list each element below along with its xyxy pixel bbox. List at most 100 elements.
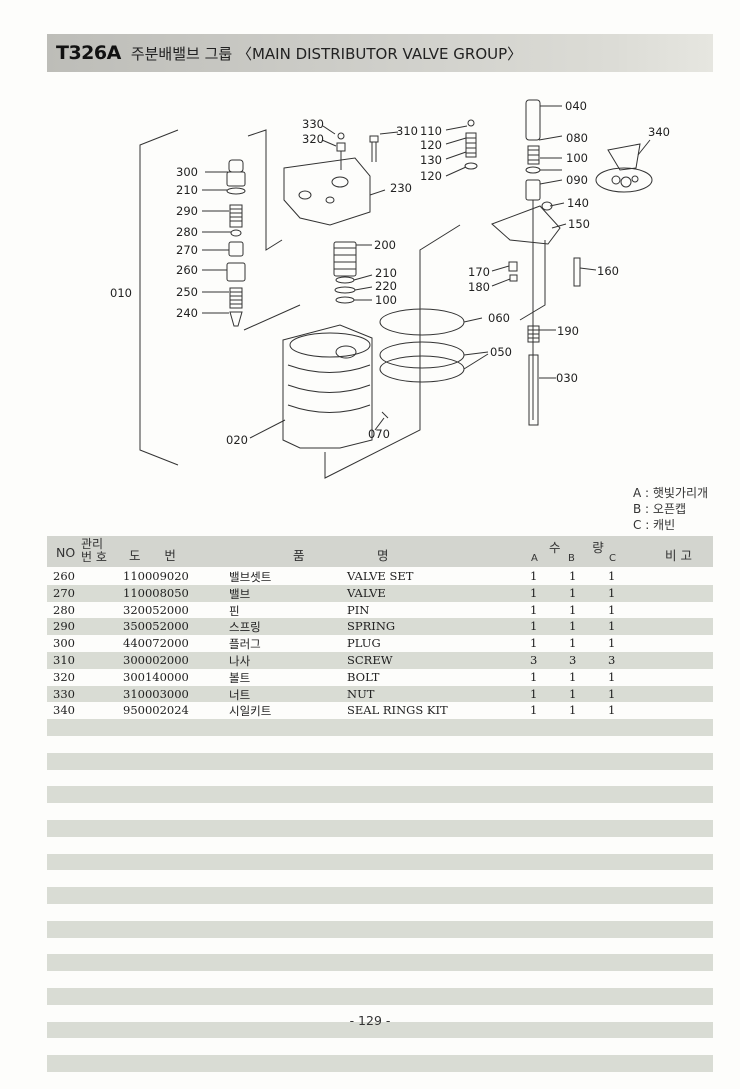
- cell-ename: PIN: [347, 602, 370, 617]
- cell-code: 110009020: [123, 569, 189, 583]
- callout-070: 070: [368, 427, 390, 441]
- callout-120b: 120: [420, 169, 442, 183]
- cell-qty-c: 1: [608, 569, 616, 583]
- cell-code: 320052000: [123, 602, 189, 617]
- title-bar: T326A 주분배밸브 그룹 〈MAIN DISTRIBUTOR VALVE G…: [47, 34, 713, 72]
- table-row-empty: [47, 920, 713, 938]
- cell-kname: 핀: [229, 603, 240, 618]
- callout-060: 060: [488, 311, 510, 325]
- cell-no: 270: [53, 585, 75, 600]
- table-row-empty: [47, 837, 713, 854]
- cell-no: 340: [53, 703, 75, 718]
- table-row: 330 310003000 너트 NUT 1 1 1: [47, 685, 713, 703]
- cell-qty-b: 1: [569, 636, 577, 651]
- callout-190: 190: [557, 324, 579, 338]
- cell-qty-a: 1: [530, 686, 538, 701]
- table-row: 310 300002000 나사 SCREW 3 3 3: [47, 651, 713, 669]
- callout-100b: 100: [375, 293, 397, 307]
- part-320-shape: [336, 142, 346, 152]
- part-050a-shape: [379, 341, 465, 369]
- cell-kname: 시일키트: [229, 704, 272, 719]
- table-row-empty: [47, 987, 713, 1005]
- table-row-empty: [47, 752, 713, 770]
- callout-310: 310: [396, 124, 418, 138]
- callout-090: 090: [566, 173, 588, 187]
- cell-qty-a: 1: [530, 585, 538, 600]
- part-180-shape: [509, 274, 518, 282]
- cell-ename: VALVE: [347, 585, 386, 600]
- part-280-shape: [230, 229, 242, 237]
- cell-qty-b: 1: [569, 569, 577, 583]
- callout-030: 030: [556, 371, 578, 385]
- header-qty-c: C: [609, 553, 616, 564]
- table-row-empty: [47, 1072, 713, 1089]
- cell-code: 950002024: [123, 703, 189, 718]
- cell-qty-c: 1: [608, 619, 616, 634]
- callout-240: 240: [176, 306, 198, 320]
- table-header: NO 관리 번 호 도 번 품 명 수 량 A B C 비 고: [47, 536, 713, 567]
- part-260-shape: [226, 262, 246, 282]
- part-210-shape: [226, 187, 246, 195]
- diagram-svg: 010 020 030 040 050 060 070 080 090 100 …: [110, 99, 670, 479]
- cell-kname: 밸브: [229, 586, 251, 601]
- part-100b-shape: [335, 296, 355, 304]
- part-150-shape: [491, 205, 561, 245]
- legend-b: B : 오픈캡: [633, 502, 687, 516]
- cell-ename: SEAL RINGS KIT: [347, 703, 448, 718]
- callout-180: 180: [468, 280, 490, 294]
- callout-130: 130: [420, 153, 442, 167]
- callout-300: 300: [176, 165, 198, 179]
- part-270-shape: [228, 241, 244, 257]
- cell-no: 280: [53, 602, 75, 617]
- cell-no: 320: [53, 669, 75, 684]
- table-row-empty: [47, 1055, 713, 1072]
- cell-qty-a: 1: [530, 619, 538, 634]
- cell-qty-c: 1: [608, 636, 616, 651]
- table-row: 290 350052000 스프링 SPRING 1 1 1: [47, 618, 713, 636]
- header-qty-a: A: [531, 553, 538, 564]
- part-120b-shape: [464, 162, 478, 170]
- callout-290: 290: [176, 204, 198, 218]
- cell-no: 310: [53, 652, 75, 667]
- part-300-shape: [228, 159, 244, 173]
- part-100a-shape: [525, 166, 541, 174]
- cell-ename: SCREW: [347, 652, 393, 667]
- callout-010: 010: [110, 286, 132, 300]
- cell-qty-a: 1: [530, 636, 538, 651]
- callout-050: 050: [490, 345, 512, 359]
- cell-ename: PLUG: [347, 636, 381, 651]
- table-row-empty: [47, 870, 713, 887]
- exploded-parts-diagram: 010 020 030 040 050 060 070 080 090 100 …: [0, 80, 740, 500]
- part-200-shape: [333, 241, 357, 277]
- cell-code: 300140000: [123, 669, 189, 684]
- callout-330: 330: [302, 117, 324, 131]
- cell-qty-c: 1: [608, 602, 616, 617]
- header-drawing: 도 번: [129, 548, 176, 563]
- table-row-empty: [47, 736, 713, 753]
- callout-140: 140: [567, 196, 589, 210]
- callout-320: 320: [302, 132, 324, 146]
- callout-080: 080: [566, 131, 588, 145]
- callout-100a: 100: [566, 151, 588, 165]
- table-row: 300 440072000 플러그 PLUG 1 1 1: [47, 635, 713, 652]
- header-item: 품: [293, 548, 305, 563]
- callout-170: 170: [468, 265, 490, 279]
- table-row-empty: [47, 853, 713, 871]
- part-310-shape: [369, 135, 379, 143]
- cell-qty-a: 1: [530, 602, 538, 617]
- table-row: 270 110008050 밸브 VALVE 1 1 1: [47, 584, 713, 602]
- table-row-empty: [47, 786, 713, 804]
- callout-110: 110: [420, 124, 442, 138]
- table-row-empty: [47, 904, 713, 921]
- legend-a: A : 햇빛가리개: [633, 486, 709, 500]
- table-row-empty: [47, 1021, 713, 1039]
- part-020-shape: [282, 324, 373, 449]
- part-230-shape: [283, 157, 371, 226]
- cell-qty-c: 3: [608, 652, 616, 667]
- page-title: 주분배밸브 그룹 〈MAIN DISTRIBUTOR VALVE GROUP〉: [130, 44, 523, 63]
- part-040-shape: [525, 99, 541, 141]
- cell-qty-a: 1: [530, 703, 538, 718]
- cell-code: 110008050: [123, 585, 189, 600]
- callout-040: 040: [565, 99, 587, 113]
- header-qty-b: B: [568, 553, 575, 564]
